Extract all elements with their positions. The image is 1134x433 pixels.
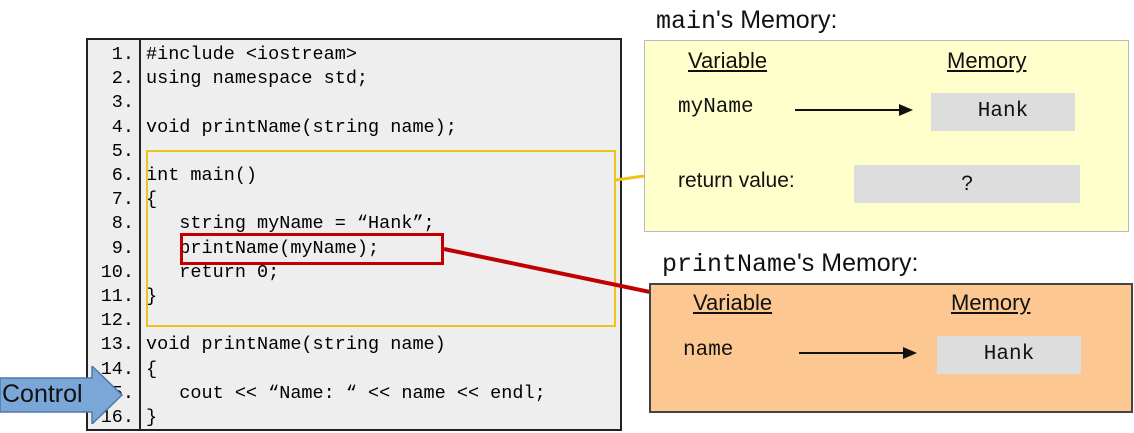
printname-call-highlight [180, 233, 444, 265]
code-line: 10. return 0; [88, 261, 618, 285]
code-text: printName(myName); [146, 237, 380, 259]
code-line: 16.} [88, 406, 618, 430]
arrow-head-icon [899, 104, 913, 116]
variable-header: Variable [693, 290, 773, 315]
control-arrow-icon [0, 366, 124, 424]
return-value-label: return value: [678, 169, 795, 192]
code-line: 8. string myName = “Hank”; [88, 212, 618, 236]
line-number: 8. [111, 213, 134, 235]
variable-name: name [683, 339, 734, 362]
name-arrow [799, 352, 904, 354]
code-text: string myName = “Hank”; [146, 213, 435, 235]
code-line: 2. using namespace std; [88, 67, 618, 91]
main-memory-connector [615, 174, 645, 182]
printname-memory-title: printName's Memory: [662, 249, 919, 279]
line-number: 11. [100, 286, 134, 307]
code-line: 11.} [88, 285, 618, 309]
code-line: 6. int main() [88, 164, 618, 188]
line-number: 7. [111, 189, 134, 211]
line-number: 16. [100, 407, 134, 428]
code-line: 5. [88, 140, 618, 164]
code-text: void printName(string name) [146, 334, 446, 356]
code-line: 3. [88, 91, 618, 115]
control-label: Control [2, 380, 83, 408]
memory-header: Memory [947, 48, 1027, 73]
line-number: 13. [100, 334, 134, 356]
main-memory-title: main's Memory: [656, 6, 838, 36]
return-value-cell: ? [854, 165, 1080, 203]
line-number: 12. [100, 310, 134, 332]
main-function-highlight [146, 150, 616, 327]
line-number: 4. [111, 116, 134, 138]
line-number: 5. [111, 140, 134, 162]
myname-arrow [795, 109, 900, 111]
name-value: Hank [937, 336, 1081, 374]
main-memory-box: Variable Memory myName Hank return value… [644, 40, 1129, 232]
code-line: 9. printName(myName); [88, 237, 618, 261]
code-line: 1. #include <iostream> [88, 43, 618, 67]
code-panel: 1. #include <iostream> 2. using namespace s… [86, 38, 622, 431]
code-line: 7. { [88, 188, 618, 212]
printname-memory-connector [443, 247, 651, 294]
code-text: } [146, 286, 158, 307]
line-number: 1. [111, 44, 134, 65]
myname-value: Hank [931, 93, 1075, 131]
printname-memory-box: Variable Memory name Hank [649, 283, 1133, 413]
variable-header: Variable [688, 48, 768, 73]
code-text: cout << “Name: “ << name << endl; [146, 382, 546, 404]
code-text: } [146, 407, 158, 428]
line-number: 10. [100, 261, 134, 283]
code-line: 14. { [88, 358, 618, 382]
line-number: 3. [111, 92, 134, 114]
line-number: 9. [111, 237, 134, 259]
line-number: 14. [100, 358, 134, 380]
code-line: 12. [88, 309, 618, 333]
line-number: 6. [111, 165, 134, 186]
code-text: { [146, 358, 158, 380]
line-number-divider [139, 40, 141, 429]
code-text: int main() [146, 165, 258, 186]
code-text: return 0; [146, 261, 280, 283]
memory-header: Memory [951, 290, 1031, 315]
code-line: 4. void printName(string name); [88, 116, 618, 140]
code-text: { [146, 189, 158, 211]
code-line: 13. void printName(string name) [88, 333, 618, 357]
line-number: 2. [111, 68, 134, 90]
code-text: using namespace std; [146, 68, 369, 90]
variable-myname: myName [678, 96, 754, 119]
code-text: #include <iostream> [146, 44, 357, 65]
code-text: void printName(string name); [146, 116, 457, 138]
arrow-head-icon [903, 347, 917, 359]
